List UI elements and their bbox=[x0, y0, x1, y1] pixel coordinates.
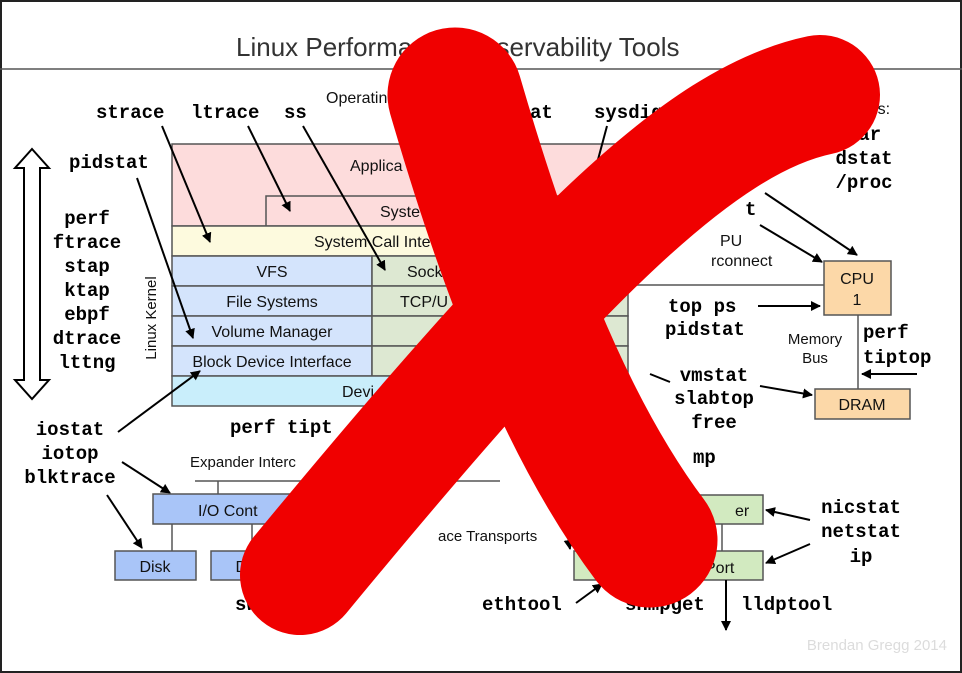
tool-lldptool: lldptool bbox=[741, 594, 832, 616]
block-device-label: Block Device Interface bbox=[192, 354, 351, 371]
transports-label: ace Transports bbox=[438, 528, 537, 545]
tool-blktrace: blktrace bbox=[24, 467, 115, 489]
cpu-box bbox=[823, 260, 892, 316]
tool-ktap: ktap bbox=[64, 280, 110, 302]
iotop-arrow bbox=[121, 461, 171, 494]
tool-ss: ss bbox=[284, 102, 307, 124]
tool-perf-tiptop: perf tipt bbox=[230, 417, 333, 439]
applications-label: Applica bbox=[350, 158, 403, 175]
mpstat-arrow-2 bbox=[759, 224, 823, 263]
ss-arrow bbox=[302, 125, 386, 271]
os-label: Operatin bbox=[326, 90, 387, 107]
tool-perf-cpu: perf bbox=[863, 322, 909, 344]
left-tool-stack: perf ftrace stap ktap ebpf dtrace lttng bbox=[53, 208, 121, 374]
sockets-label: Sock bbox=[407, 264, 444, 281]
tool-netstat-fragment: at bbox=[530, 102, 553, 124]
kernel-label: Linux Kernel bbox=[143, 276, 160, 359]
credit: Brendan Gregg 2014 bbox=[807, 637, 947, 654]
tool-iotop: iotop bbox=[41, 443, 98, 465]
network-controller-label: er bbox=[735, 503, 750, 520]
tool-lttng: lttng bbox=[58, 352, 115, 374]
memory-bus-label-1: Memory bbox=[788, 331, 843, 348]
dram-label: DRAM bbox=[838, 397, 885, 414]
tool-pidstat: pidstat bbox=[69, 152, 149, 174]
cross-stroke-2 bbox=[240, 35, 880, 635]
tool-nicstat: nicstat bbox=[821, 497, 901, 519]
tool-slabtop: slabtop bbox=[674, 388, 754, 410]
tool-dstat: dstat bbox=[835, 148, 892, 170]
tool-free: free bbox=[691, 412, 737, 434]
disk-1-box bbox=[114, 550, 197, 581]
block-device-box bbox=[171, 345, 373, 377]
blktrace-arrow bbox=[106, 494, 143, 549]
tool-ftrace: ftrace bbox=[53, 232, 121, 254]
tool-ethtool: ethtool bbox=[482, 594, 562, 616]
syscall-label: System Call Inte bbox=[314, 234, 431, 251]
nicstat-arrow bbox=[765, 507, 811, 521]
title-left: Linux Performa bbox=[236, 32, 413, 62]
tool-vmstat: vmstat bbox=[680, 365, 748, 387]
tool-proc: /proc bbox=[835, 172, 892, 194]
expander-label: Expander Interc bbox=[190, 454, 296, 471]
filesystems-label: File Systems bbox=[226, 294, 318, 311]
tool-sysdig: sysdig bbox=[594, 102, 662, 124]
disk-1-label: Disk bbox=[139, 559, 171, 576]
tool-tcpdump-fragment: mp bbox=[693, 447, 716, 469]
tool-ebpf: ebpf bbox=[64, 304, 110, 326]
mpstat-arrow-1 bbox=[764, 192, 858, 256]
cpu-number: 1 bbox=[853, 292, 862, 309]
ethtool-arrow bbox=[575, 583, 603, 604]
device-drivers-label: Devi bbox=[342, 384, 374, 401]
red-cross-icon bbox=[240, 27, 880, 635]
volume-manager-label: Volume Manager bbox=[212, 324, 334, 341]
cpu-label: CPU bbox=[840, 271, 874, 288]
system-libraries-label: Syste bbox=[380, 204, 420, 221]
tool-mpstat-fragment: t bbox=[745, 199, 756, 221]
tool-perf: perf bbox=[64, 208, 110, 230]
io-controller-label: I/O Cont bbox=[198, 503, 258, 520]
tool-pidstat-cpu: pidstat bbox=[665, 319, 745, 341]
vmstat-arrow-left bbox=[649, 373, 671, 383]
tool-tiptop-cpu: tiptop bbox=[863, 347, 931, 369]
tool-ip: ip bbox=[850, 546, 873, 568]
interconnect-label-1: PU bbox=[720, 233, 742, 250]
tool-netstat: netstat bbox=[821, 521, 901, 543]
iostat-arrow bbox=[117, 370, 201, 433]
tool-iostat: iostat bbox=[36, 419, 104, 441]
tool-ltrace: ltrace bbox=[191, 102, 259, 124]
stack-arrow-icon bbox=[12, 147, 52, 401]
tool-top-ps: top ps bbox=[668, 296, 736, 318]
ltrace-arrow bbox=[247, 125, 291, 212]
strace-arrow bbox=[161, 125, 212, 243]
tool-stap: stap bbox=[64, 256, 110, 278]
title-right: bservability Tools bbox=[482, 32, 680, 62]
memory-bus-label-2: Bus bbox=[802, 350, 828, 367]
tcpudp-label: TCP/U bbox=[400, 294, 448, 311]
vfs-label: VFS bbox=[256, 264, 287, 281]
netstat-arrow bbox=[765, 543, 811, 565]
interconnect-label-2: rconnect bbox=[711, 253, 773, 270]
vmstat-arrow bbox=[759, 385, 813, 399]
pidstat-arrow bbox=[136, 177, 195, 339]
tool-dtrace: dtrace bbox=[53, 328, 121, 350]
dram-box bbox=[814, 388, 911, 420]
tool-strace: strace bbox=[96, 102, 164, 124]
